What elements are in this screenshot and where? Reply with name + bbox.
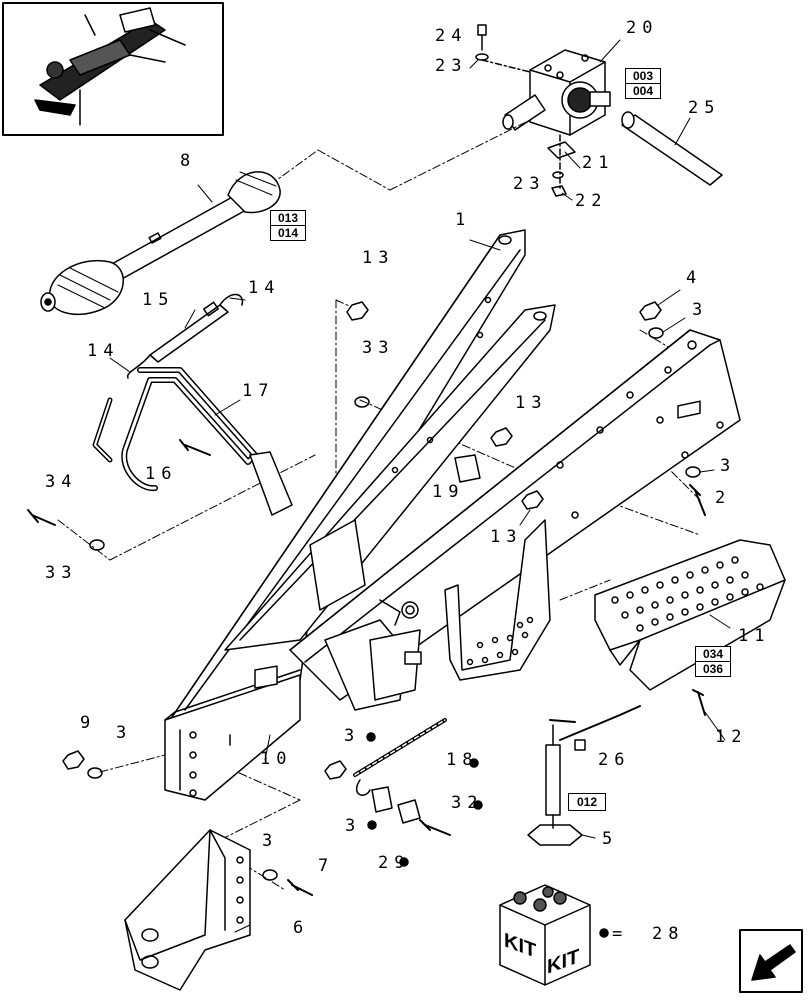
callout-3-d: 3: [344, 726, 361, 746]
callout-25: 25: [688, 98, 721, 118]
nut-13a: [346, 301, 369, 321]
callout-14-b: 14: [87, 341, 120, 361]
callout-23-b: 23: [513, 174, 546, 194]
bolt-24: [477, 24, 487, 36]
callout-3-e: 3: [262, 831, 279, 851]
callout-12: 12: [715, 727, 748, 747]
next-page-arrow-icon[interactable]: [739, 929, 803, 993]
reference-box-003-004[interactable]: 003 004: [625, 68, 661, 99]
washer-33: [354, 396, 370, 408]
callout-3-a: 3: [692, 300, 709, 320]
callout-29: 29: [378, 853, 411, 873]
spacer-19: [454, 454, 481, 483]
callout-9: 9: [80, 713, 97, 733]
callout-3-f: 3: [345, 816, 362, 836]
hitch-tongue-1: [169, 229, 556, 771]
callout-1: 1: [455, 210, 472, 230]
jack-5: [527, 705, 641, 846]
reference-box-012[interactable]: 012: [568, 793, 606, 811]
callout-8: 8: [180, 151, 197, 171]
callout-2: 2: [715, 488, 732, 508]
callout-11: 11: [738, 626, 771, 646]
main-frame-beam: [289, 329, 741, 701]
callout-19: 19: [432, 482, 465, 502]
callout-17: 17: [242, 381, 275, 401]
callout-3-b: 3: [720, 456, 737, 476]
callout-32: 32: [451, 793, 484, 813]
callout-7: 7: [318, 856, 335, 876]
callout-4: 4: [686, 268, 703, 288]
kit-number-28: 28: [652, 924, 685, 944]
callout-22: 22: [575, 191, 608, 211]
callout-16: 16: [145, 464, 178, 484]
callout-6: 6: [293, 918, 310, 938]
reference-box-034-036[interactable]: 034 036: [695, 646, 731, 677]
safety-chain-15: [126, 293, 244, 379]
callout-10: 10: [260, 749, 293, 769]
callout-20: 20: [626, 18, 659, 38]
chain-18: [353, 718, 447, 796]
callout-5: 5: [602, 829, 619, 849]
kit-box-icon: [499, 884, 591, 986]
reference-box-013-014[interactable]: 013 014: [270, 210, 306, 241]
callout-24: 24: [435, 26, 468, 46]
callout-13-b: 13: [515, 393, 548, 413]
center-bracket: [324, 599, 422, 711]
callout-33-b: 33: [45, 563, 78, 583]
callout-26: 26: [598, 750, 631, 770]
callout-13-c: 13: [490, 527, 523, 547]
clevis-6: [124, 829, 251, 991]
callout-34: 34: [45, 472, 78, 492]
gearbox: [502, 49, 611, 136]
hitch-plate-10: [164, 665, 301, 801]
callout-3-c: 3: [116, 723, 133, 743]
drive-shaft: [40, 171, 281, 316]
callout-23-a: 23: [435, 56, 468, 76]
callout-13-a: 13: [362, 248, 395, 268]
callout-15: 15: [142, 290, 175, 310]
callout-21: 21: [582, 153, 615, 173]
inset-thumbnail: [2, 2, 224, 136]
callout-33-a: 33: [362, 338, 395, 358]
u-bracket: [444, 519, 551, 681]
step-11: [594, 400, 786, 691]
callout-14-a: 14: [248, 278, 281, 298]
callout-18: 18: [446, 750, 479, 770]
kit-equals: =: [612, 924, 629, 944]
stand-17: [92, 367, 293, 516]
